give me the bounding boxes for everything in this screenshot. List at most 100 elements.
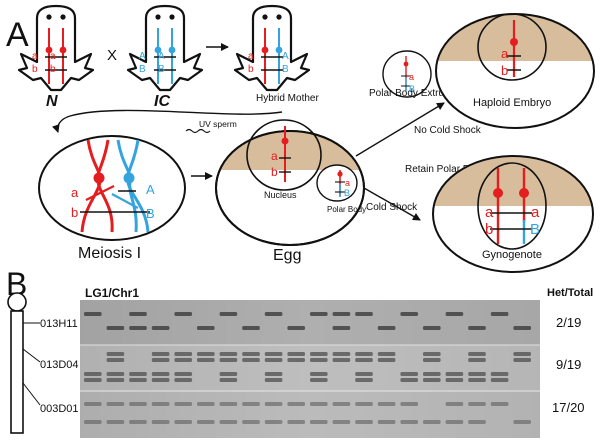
gel-band	[445, 402, 464, 406]
gel-band	[129, 326, 147, 330]
gel-band	[377, 420, 396, 424]
gel-band	[106, 358, 125, 362]
gel-band	[400, 402, 418, 406]
gel-band	[332, 358, 351, 362]
gel-band	[332, 326, 351, 330]
cross-symbol: X	[107, 47, 117, 64]
gel-band	[197, 402, 215, 406]
gel-band	[445, 372, 464, 376]
gel-band	[287, 420, 305, 424]
gel-band	[264, 420, 283, 424]
uv-sperm-icon	[185, 128, 211, 134]
gel-band	[151, 420, 170, 424]
gel-band	[310, 372, 328, 376]
gel-band	[174, 402, 192, 406]
gel-band	[84, 402, 102, 406]
svg-text:b: b	[485, 221, 493, 238]
gel-band	[151, 358, 170, 362]
gel-band	[242, 358, 260, 362]
svg-text:a: a	[248, 51, 254, 62]
gel-band	[106, 420, 125, 424]
gel-band	[468, 352, 486, 356]
gel-band	[174, 352, 192, 356]
svg-text:a: a	[345, 178, 350, 188]
gel-band	[513, 420, 531, 424]
svg-text:a: a	[71, 185, 79, 200]
gel-band	[355, 358, 373, 362]
gel-band	[197, 352, 215, 356]
het-total-header: Het/Total	[547, 287, 593, 299]
gel-band	[423, 352, 441, 356]
gel-band	[219, 402, 238, 406]
gel-band	[355, 312, 373, 316]
gel-band	[129, 402, 147, 406]
gel-band	[423, 372, 441, 376]
gel-band	[377, 326, 396, 330]
uv-sperm-label: UV sperm	[199, 119, 237, 129]
svg-text:a: a	[409, 72, 414, 82]
gel-image	[80, 300, 540, 438]
gel-band	[106, 326, 125, 330]
svg-text:b: b	[248, 64, 254, 75]
panel-b-letter: B	[6, 266, 27, 302]
gel-band	[445, 378, 464, 382]
chromosome-ideogram	[7, 292, 41, 434]
gel-band	[174, 378, 192, 382]
svg-text:a: a	[501, 46, 509, 61]
marker-label-3: 003D01	[40, 403, 79, 415]
gel-band	[197, 358, 215, 362]
svg-text:B: B	[409, 84, 415, 94]
gel-band	[174, 358, 192, 362]
n-label: N	[46, 93, 58, 110]
cold-shock-label: Cold Shock	[366, 202, 418, 213]
gel-band	[287, 402, 305, 406]
gel-band	[84, 312, 102, 316]
gel-band	[84, 372, 102, 376]
hybrid-label-line1: Hybrid Mother	[256, 93, 319, 104]
gel-band	[151, 372, 170, 376]
gel-band	[400, 372, 418, 376]
extruded-polar-body	[382, 50, 432, 98]
svg-text:a: a	[50, 51, 56, 62]
gel-band	[332, 352, 351, 356]
meiosis-label: Meiosis I	[78, 245, 141, 262]
gel-band	[400, 378, 418, 382]
svg-text:A: A	[282, 51, 289, 62]
het-total-2: 9/19	[556, 357, 581, 372]
svg-text:b: b	[50, 64, 56, 75]
svg-text:B: B	[344, 188, 350, 198]
svg-text:B: B	[530, 221, 540, 238]
gel-band	[106, 402, 125, 406]
gel-band	[355, 378, 373, 382]
svg-text:A: A	[139, 51, 146, 62]
gel-band	[310, 352, 328, 356]
gel-band	[151, 402, 170, 406]
gel-band	[310, 358, 328, 362]
no-cold-shock-label: No Cold Shock	[414, 125, 482, 136]
retain-polar-body-label: Retain Polar Body	[405, 164, 486, 175]
gel-band	[219, 352, 238, 356]
gel-band	[84, 378, 102, 382]
gel-band	[310, 420, 328, 424]
gel-band	[106, 372, 125, 376]
gel-band	[287, 358, 305, 362]
gel-band	[310, 312, 328, 316]
egg-polar-body-label: Polar Body	[327, 205, 366, 214]
egg-polar-body	[316, 164, 358, 202]
gel-band	[513, 352, 531, 356]
gel-band	[174, 420, 192, 424]
gel-band	[355, 402, 373, 406]
svg-text:a: a	[271, 149, 278, 163]
svg-text:b: b	[71, 205, 78, 220]
gel-band	[513, 358, 531, 362]
het-total-1: 2/19	[556, 315, 581, 330]
svg-text:B: B	[146, 206, 155, 221]
egg-nucleus	[246, 119, 322, 191]
gel-band	[355, 372, 373, 376]
arrow-cold-shock	[363, 187, 421, 221]
svg-text:a: a	[32, 51, 38, 62]
svg-text:a: a	[485, 204, 494, 221]
gel-band	[219, 312, 238, 316]
gel-band	[242, 352, 260, 356]
